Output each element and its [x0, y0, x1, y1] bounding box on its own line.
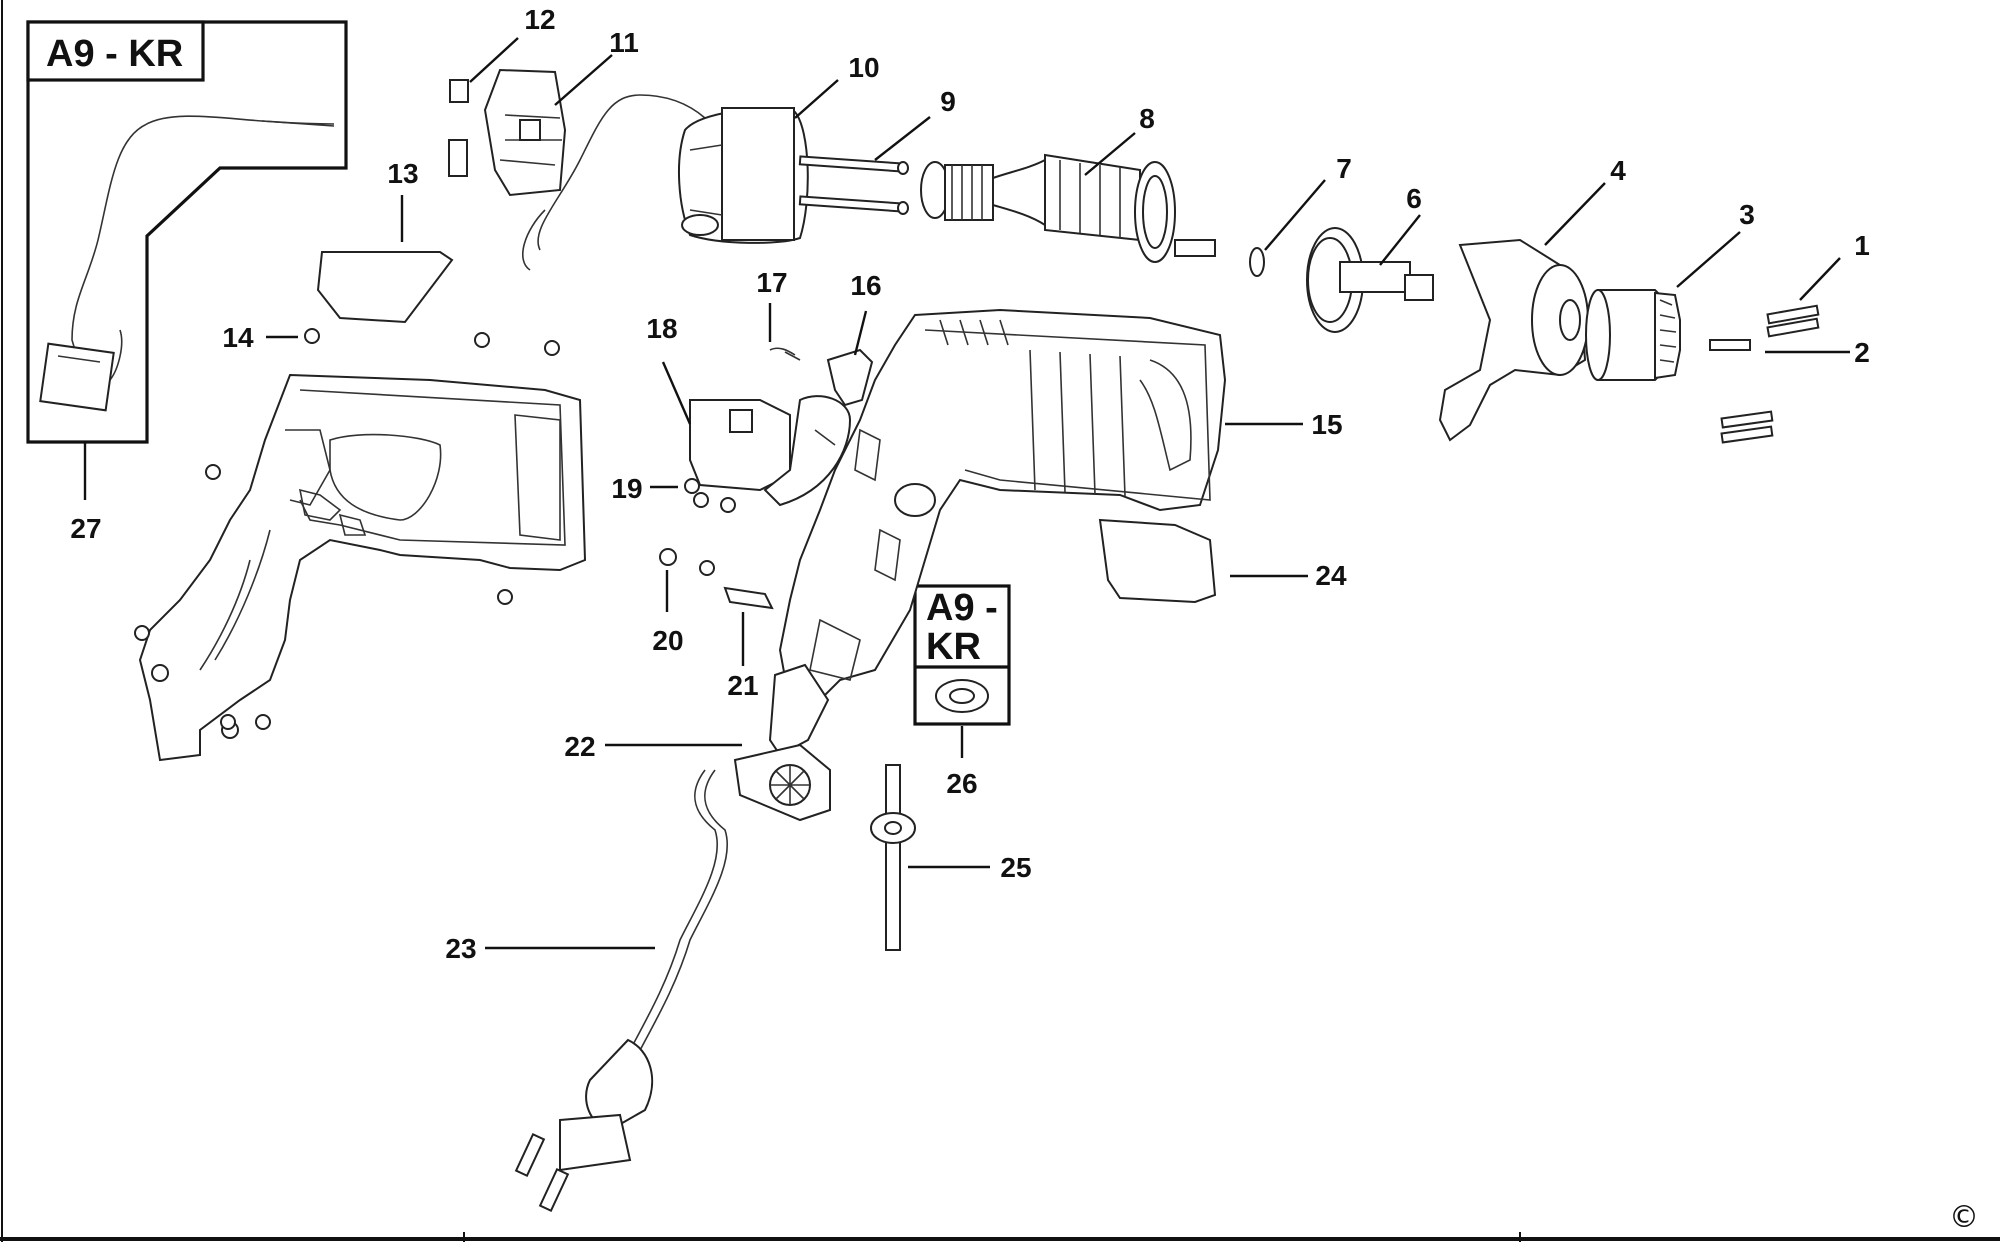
left-housing-half [138, 373, 587, 762]
callout-numbers: 1 2 3 4 6 7 8 9 10 11 12 13 14 15 16 17 … [70, 4, 1869, 964]
callout-1: 1 [1854, 230, 1870, 261]
drill-chuck [1585, 289, 1681, 381]
chuck-screws [1709, 304, 1820, 444]
callout-26: 26 [946, 768, 977, 799]
callout-24: 24 [1315, 560, 1347, 591]
callout-15: 15 [1311, 409, 1342, 440]
callout-10: 10 [848, 52, 879, 83]
label-plate [316, 251, 454, 324]
kit-label-a9-kr: A9 - KR [46, 33, 183, 75]
callout-14: 14 [222, 322, 254, 353]
callout-16: 16 [850, 270, 881, 301]
armature [920, 153, 1216, 263]
callout-25: 25 [1000, 852, 1031, 883]
leader-lines [83, 37, 1850, 950]
callout-13: 13 [387, 158, 418, 189]
copyright-symbol: © [1949, 1200, 1979, 1235]
callout-3: 3 [1739, 199, 1755, 230]
callout-2: 2 [1854, 337, 1870, 368]
gear-shaft [1306, 227, 1434, 333]
callout-11: 11 [609, 27, 639, 58]
callout-23: 23 [445, 933, 476, 964]
kit-box-bearing: A9 - KR [913, 584, 1011, 726]
washer [1249, 247, 1265, 277]
callout-8: 8 [1139, 103, 1155, 134]
power-cable-plug [514, 769, 729, 1212]
kit-label-a9-kr-line1: A9 - [926, 587, 998, 629]
callout-18: 18 [646, 313, 677, 344]
right-housing-half [778, 308, 1227, 707]
callout-20: 20 [652, 625, 683, 656]
gear-housing [1438, 238, 1589, 442]
callout-21: 21 [727, 670, 758, 701]
spring [769, 347, 801, 361]
stator-field [521, 94, 809, 271]
callout-12: 12 [524, 4, 555, 35]
kit-box-brush-assembly: A9 - KR [26, 20, 348, 444]
label-plate-right [1098, 518, 1217, 604]
kit-label-a9-kr-line2: KR [926, 626, 981, 668]
stator-screws [798, 155, 909, 215]
lock-button [826, 348, 874, 407]
housing-screws [134, 328, 736, 730]
callout-27: 27 [70, 513, 101, 544]
cord-guard [733, 663, 831, 822]
callout-17: 17 [756, 267, 787, 298]
cable-clamp [723, 586, 774, 610]
depth-rod [870, 764, 916, 951]
trigger-switch [689, 395, 852, 507]
callout-19: 19 [611, 473, 642, 504]
callout-6: 6 [1406, 183, 1422, 214]
callout-9: 9 [940, 86, 956, 117]
callout-7: 7 [1336, 153, 1352, 184]
callout-4: 4 [1610, 155, 1626, 186]
carbon-brushes [448, 79, 469, 177]
callout-22: 22 [564, 731, 595, 762]
brush-holder [483, 68, 567, 197]
